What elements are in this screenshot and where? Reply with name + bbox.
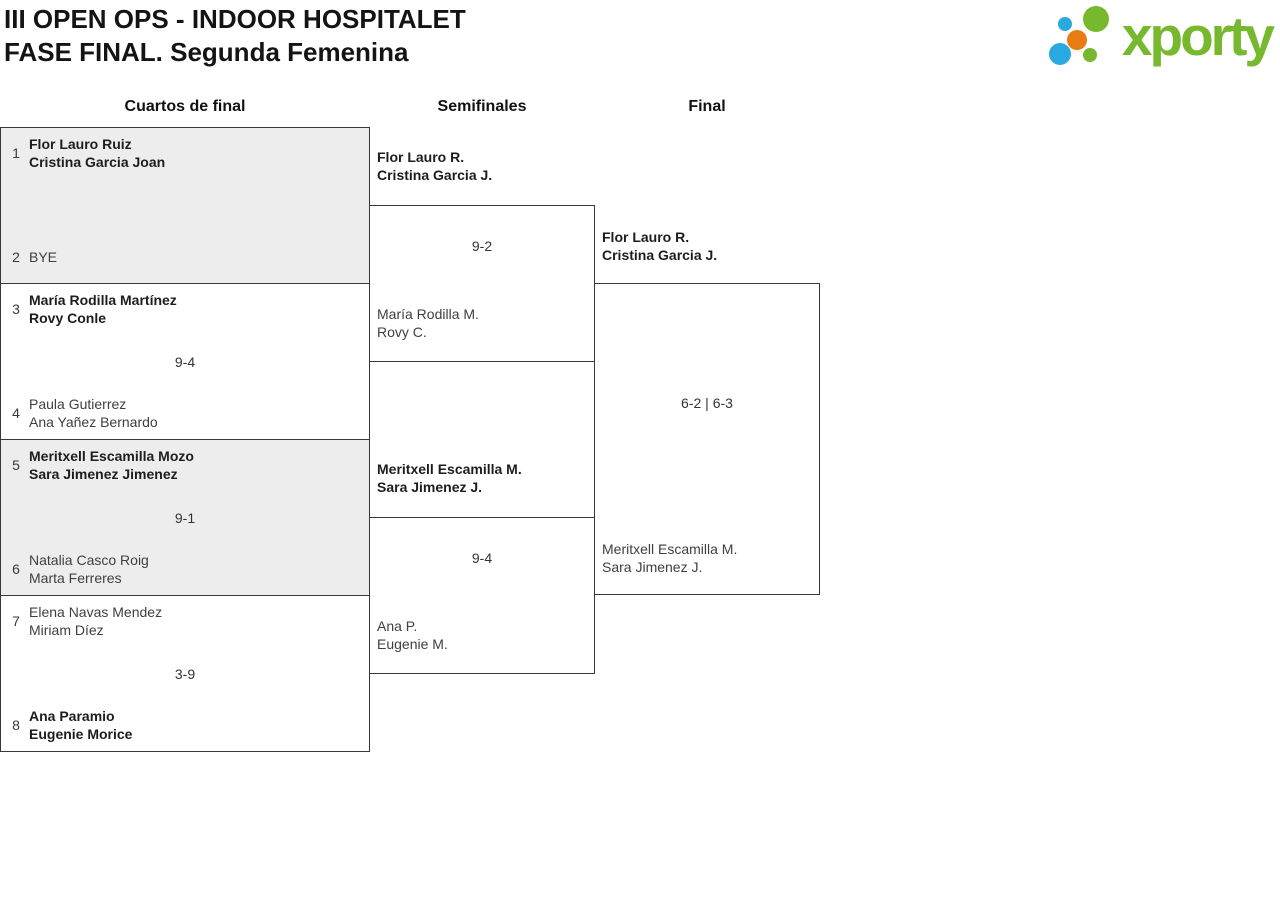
team-name-line: Cristina Garcia J.: [602, 247, 718, 263]
team-name-line: Miriam Díez: [29, 622, 104, 638]
team-names: María Rodilla Martínez Rovy Conle: [29, 291, 177, 327]
team-names: Natalia Casco Roig Marta Ferreres: [29, 551, 149, 587]
team-name-line: Elena Navas Mendez: [29, 604, 163, 620]
team-name-line: Flor Lauro R.: [602, 229, 690, 245]
team-names: Ana Paramio Eugenie Morice: [29, 707, 132, 743]
team-name-line: Cristina Garcia Joan: [29, 154, 166, 170]
seed-number: 2: [12, 249, 20, 265]
xporty-wordmark: xporty: [1121, 5, 1275, 67]
team-name-line: Ana P.: [377, 618, 418, 634]
team-name-line: Meritxell Escamilla M.: [602, 541, 738, 557]
team-name-line: Sara Jimenez J.: [602, 559, 703, 575]
match-semifinal-1[interactable]: Flor Lauro R. Cristina Garcia J. 9-2 Mar…: [369, 149, 595, 362]
team-name-line: Rovy C.: [377, 324, 427, 340]
seed-number: 1: [12, 145, 20, 161]
match-quarterfinal-2[interactable]: 3 María Rodilla Martínez Rovy Conle 9-4 …: [0, 283, 370, 440]
match-quarterfinal-1[interactable]: 1 Flor Lauro Ruiz Cristina Garcia Joan 2…: [0, 127, 370, 284]
team-name-line: BYE: [29, 249, 58, 265]
team-names: Meritxell Escamilla M. Sara Jimenez J.: [602, 540, 737, 576]
team-name-line: Paula Gutierrez: [29, 396, 127, 412]
team-slot-seed-8: 8 Ana Paramio Eugenie Morice: [9, 707, 132, 743]
team-name-line: Eugenie Morice: [29, 726, 133, 742]
team-name-line: Rovy Conle: [29, 310, 107, 326]
team-names: Paula Gutierrez Ana Yañez Bernardo: [29, 395, 158, 431]
team-name-line: Meritxell Escamilla M.: [377, 461, 522, 477]
match-score: 3-9: [174, 665, 196, 682]
round-header-quarterfinals: Cuartos de final: [124, 98, 246, 115]
team-slot-seed-5: 5 Meritxell Escamilla Mozo Sara Jimenez …: [9, 447, 194, 483]
team-name-line: María Rodilla M.: [377, 306, 479, 322]
round-header-final: Final: [688, 98, 726, 115]
seed-number: 6: [12, 561, 20, 577]
seed-number: 3: [12, 301, 20, 317]
xporty-logo[interactable]: xporty: [1047, 2, 1275, 70]
team-names: Elena Navas Mendez Miriam Díez: [29, 603, 162, 639]
match-semifinal-2[interactable]: Meritxell Escamilla M. Sara Jimenez J. 9…: [369, 461, 595, 674]
seed-number: 5: [12, 457, 20, 473]
team-slot-seed-2: 2 BYE: [9, 239, 57, 275]
team-names: Meritxell Escamilla Mozo Sara Jimenez Ji…: [29, 447, 194, 483]
team-name-line: Marta Ferreres: [29, 570, 122, 586]
advancing-team-names: Flor Lauro R. Cristina Garcia J.: [377, 148, 492, 184]
seed-number: 7: [12, 613, 20, 629]
match-score: 9-4: [471, 550, 493, 566]
team-name-line: Meritxell Escamilla Mozo: [29, 448, 194, 464]
xporty-dots-icon: [1047, 2, 1117, 70]
team-name-line: Flor Lauro Ruiz: [29, 136, 132, 152]
match-final[interactable]: Flor Lauro R. Cristina Garcia J. 6-2 | 6…: [594, 229, 820, 595]
team-names: María Rodilla M. Rovy C.: [377, 305, 479, 341]
team-name-line: Eugenie M.: [377, 636, 448, 652]
team-name-line: Flor Lauro R.: [377, 149, 465, 165]
match-quarterfinal-4[interactable]: 7 Elena Navas Mendez Miriam Díez 3-9 8 A…: [0, 595, 370, 752]
match-score: 9-2: [471, 238, 493, 254]
seed-number: 4: [12, 405, 20, 421]
team-name-line: Ana Yañez Bernardo: [29, 414, 158, 430]
team-names: BYE: [29, 248, 57, 266]
match-score: 9-1: [174, 509, 196, 526]
champion-team-names: Flor Lauro R. Cristina Garcia J.: [602, 228, 717, 264]
team-name-line: Sara Jimenez J.: [377, 479, 483, 495]
team-name-line: Cristina Garcia J.: [377, 167, 493, 183]
round-header-semifinals: Semifinales: [437, 98, 527, 115]
team-slot-seed-1: 1 Flor Lauro Ruiz Cristina Garcia Joan: [9, 135, 165, 171]
team-slot-seed-7: 7 Elena Navas Mendez Miriam Díez: [9, 603, 162, 639]
seed-number: 8: [12, 717, 20, 733]
page-subtitle: FASE FINAL. Segunda Femenina: [4, 37, 409, 67]
team-name-line: María Rodilla Martínez: [29, 292, 177, 308]
team-slot-seed-6: 6 Natalia Casco Roig Marta Ferreres: [9, 551, 149, 587]
advancing-team-names: Meritxell Escamilla M. Sara Jimenez J.: [377, 460, 522, 496]
team-names: Ana P. Eugenie M.: [377, 617, 448, 653]
team-slot-seed-4: 4 Paula Gutierrez Ana Yañez Bernardo: [9, 395, 158, 431]
team-names: Flor Lauro Ruiz Cristina Garcia Joan: [29, 135, 165, 171]
team-name-line: Ana Paramio: [29, 708, 115, 724]
match-score: 9-4: [174, 353, 196, 370]
team-slot-seed-3: 3 María Rodilla Martínez Rovy Conle: [9, 291, 177, 327]
match-quarterfinal-3[interactable]: 5 Meritxell Escamilla Mozo Sara Jimenez …: [0, 439, 370, 596]
team-name-line: Sara Jimenez Jimenez: [29, 466, 178, 482]
match-score: 6-2 | 6-3: [681, 395, 733, 411]
team-name-line: Natalia Casco Roig: [29, 552, 149, 568]
page-title: III OPEN OPS - INDOOR HOSPITALET: [4, 4, 466, 34]
